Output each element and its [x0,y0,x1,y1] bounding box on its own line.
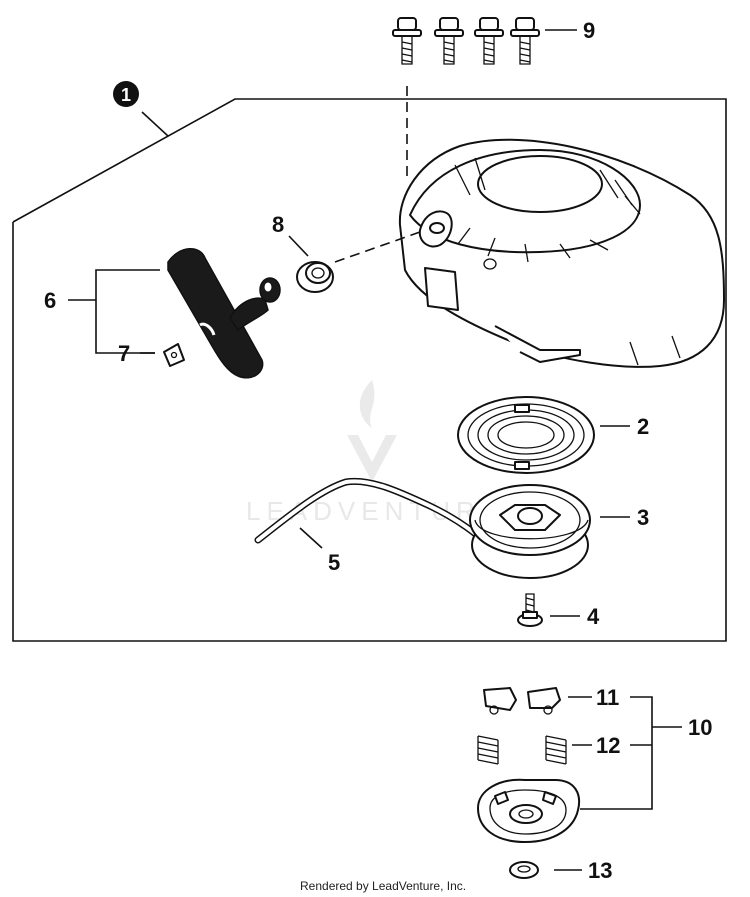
callout-9[interactable]: 9 [545,18,595,43]
handle-insert [163,343,185,367]
bolt [434,17,464,65]
callout-1[interactable]: 1 [113,81,169,137]
washer [509,861,539,879]
callout-13[interactable]: 13 [554,858,612,883]
callout-12[interactable]: 12 [572,733,620,758]
callout-11[interactable]: 11 [568,685,619,710]
callout-7[interactable]: 7 [118,341,155,366]
callout-8[interactable]: 8 [272,212,309,257]
callout-6-label: 6 [44,288,56,313]
bolt [392,17,422,65]
bolt [510,17,540,65]
callout-4-label: 4 [587,604,600,629]
callout-10[interactable]: 10 [580,696,712,810]
bushing [296,231,421,293]
callout-9-label: 9 [583,18,595,43]
assembly-frame [12,98,727,642]
starter-rope [254,477,494,552]
callout-3-label: 3 [637,505,649,530]
callout-7-label: 7 [118,341,130,366]
starter-handle [167,248,281,379]
callout-2[interactable]: 2 [600,414,649,439]
callout-3[interactable]: 3 [600,505,649,530]
callout-1-label: 1 [121,85,131,105]
callout-2-label: 2 [637,414,649,439]
bolt [474,17,504,65]
callout-10-label: 10 [688,715,712,740]
pulley-screw [517,593,543,627]
callout-4[interactable]: 4 [550,604,600,629]
callout-13-label: 13 [588,858,612,883]
callout-11-label: 11 [596,685,619,710]
ratchet-plate [477,778,580,843]
pawl-spring-set [477,735,567,765]
pawl-set [483,687,561,715]
pulley [469,484,591,579]
recoil-spring [457,396,595,474]
callout-5-label: 5 [328,550,340,575]
callout-8-label: 8 [272,212,284,237]
bolt-set [392,17,540,182]
recoil-housing [398,138,725,368]
callout-6[interactable]: 6 [44,269,160,354]
callout-5[interactable]: 5 [299,527,340,575]
callout-12-label: 12 [596,733,620,758]
footer-credit: Rendered by LeadVenture, Inc. [300,879,466,893]
